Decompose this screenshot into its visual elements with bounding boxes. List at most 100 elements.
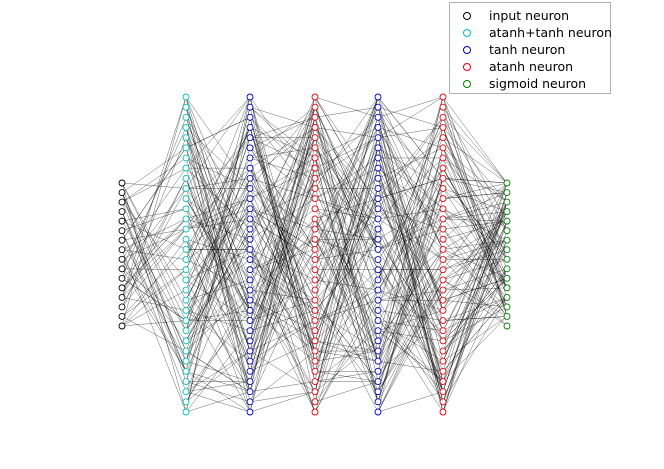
neuron-node <box>503 208 511 216</box>
connection-line <box>442 182 508 240</box>
connection-line <box>314 96 379 189</box>
connection-line <box>377 269 444 392</box>
connection-line <box>442 127 508 317</box>
connection-line <box>121 117 187 279</box>
connection-line <box>442 240 508 250</box>
connection-line <box>377 117 444 280</box>
connection-line <box>121 182 187 413</box>
connection-line <box>314 269 379 362</box>
connection-line <box>442 201 508 220</box>
neuron-node <box>439 215 447 223</box>
connection-line <box>442 127 508 298</box>
connection-line <box>249 178 316 382</box>
neuron-node <box>182 93 190 101</box>
neuron-node <box>118 227 126 235</box>
connection-line <box>121 316 187 352</box>
neuron-node <box>374 93 382 101</box>
neuron-node <box>246 327 254 335</box>
connection-line <box>442 221 508 362</box>
connection-line <box>121 192 187 331</box>
legend: input neuron atanh+tanh neuron tanh neur… <box>449 2 612 94</box>
connection-line <box>314 229 379 413</box>
neuron-node <box>246 195 254 203</box>
connections <box>121 96 508 413</box>
connection-line <box>249 340 316 372</box>
connection-line <box>442 249 508 279</box>
neuron-node <box>182 134 190 142</box>
connection-line <box>185 127 251 189</box>
connection-line <box>121 269 187 327</box>
neuron-node <box>439 195 447 203</box>
connection-line <box>377 157 444 301</box>
neuron-node <box>439 124 447 131</box>
connection-line <box>314 229 379 362</box>
neuron-node <box>246 266 254 274</box>
connection-line <box>442 300 508 308</box>
neuron-node <box>439 164 447 172</box>
connection-line <box>442 240 508 260</box>
connection-line <box>121 218 187 279</box>
neuron-node <box>311 408 319 416</box>
connection-line <box>377 168 444 352</box>
connection-line <box>121 221 187 331</box>
neuron-node <box>374 286 382 294</box>
neuron-node <box>311 124 319 131</box>
neuron-node <box>246 317 254 324</box>
connection-line <box>249 117 316 392</box>
connection-line <box>442 297 508 402</box>
neuron-node <box>374 134 382 142</box>
connection-line <box>121 220 187 250</box>
connection-line <box>442 127 508 203</box>
connection-line <box>442 268 508 352</box>
connection-line <box>377 269 444 413</box>
neuron-node <box>246 256 254 264</box>
connection-line <box>314 269 379 331</box>
connection-line <box>377 198 444 331</box>
neuron-node <box>374 185 382 192</box>
neuron-node <box>311 164 319 172</box>
connection-line <box>121 188 187 269</box>
connection-line <box>377 96 444 138</box>
neuron-node <box>439 357 447 365</box>
connection-line <box>377 168 444 280</box>
connection-line <box>314 137 379 169</box>
sigmoid-neuron-marker-icon <box>463 79 471 88</box>
neuron-node <box>311 225 319 233</box>
neuron-node <box>246 398 254 406</box>
connection-line <box>185 239 251 321</box>
neuron-node <box>246 296 254 304</box>
connection-line <box>249 229 316 392</box>
neuron-node <box>182 256 190 264</box>
connection-line <box>442 240 508 402</box>
neuron-node <box>246 134 254 142</box>
neuron-node <box>311 235 319 243</box>
connection-line <box>249 229 316 362</box>
neuron-node <box>182 357 190 365</box>
neuron-node <box>439 388 447 396</box>
connection-line <box>314 340 379 392</box>
connection-line <box>121 96 187 298</box>
connection-line <box>121 268 187 270</box>
neuron-node <box>311 317 319 324</box>
connection-line <box>185 127 251 270</box>
neuron-node <box>182 124 190 131</box>
connection-line <box>442 107 508 317</box>
connection-line <box>185 198 251 352</box>
connection-line <box>442 218 508 222</box>
connection-line <box>442 239 508 317</box>
connection-line <box>185 300 251 402</box>
connection-line <box>314 168 379 402</box>
connection-line <box>377 147 444 413</box>
connection-line <box>377 157 444 209</box>
neuron-node <box>182 225 190 233</box>
neuron-node <box>374 144 382 152</box>
connection-line <box>314 188 379 392</box>
neuron-node <box>311 154 319 162</box>
neuron-node <box>439 276 447 284</box>
connection-line <box>185 107 251 372</box>
connection-line <box>185 188 251 382</box>
neuron-node <box>374 164 382 172</box>
neuron-node <box>374 256 382 264</box>
connection-line <box>377 279 444 392</box>
neuron-node <box>311 113 319 121</box>
